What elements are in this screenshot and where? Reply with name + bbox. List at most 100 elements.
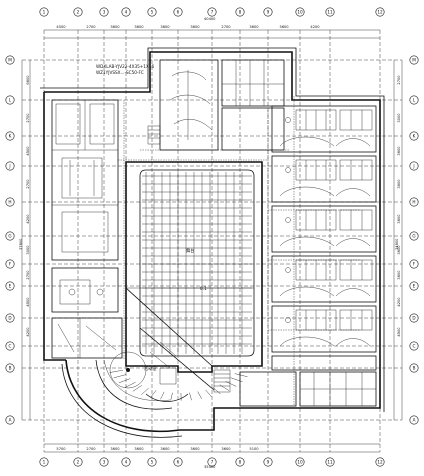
stage-circle <box>109 351 147 389</box>
axis-bubble-right: D <box>409 313 419 323</box>
right-room <box>271 255 377 303</box>
dimension-right: 3600 <box>397 179 401 189</box>
svg-text:1: 1 <box>43 10 46 15</box>
svg-text:H: H <box>412 200 415 205</box>
drawing-note-2: WZ1YJVSSX...-SC50-FC <box>96 70 144 75</box>
axis-bubble-left: M <box>5 55 15 65</box>
dimension-left: 4500 <box>26 297 30 307</box>
axis-bubble-left: F <box>5 259 15 269</box>
dimension-left: 4200 <box>26 214 30 224</box>
svg-text:10: 10 <box>297 460 303 465</box>
stage-seat-divider <box>170 392 173 401</box>
svg-text:5: 5 <box>151 10 154 15</box>
dimension-bottom: 5700 <box>56 447 66 451</box>
svg-text:C: C <box>413 344 416 349</box>
stage-seat-divider <box>234 373 248 377</box>
right-room <box>271 105 377 153</box>
axis-bubble-left: L <box>5 95 15 105</box>
svg-text:10: 10 <box>297 10 303 15</box>
dimension-right: 3600 <box>397 214 401 224</box>
axis-bubble-top: 12 <box>375 7 385 17</box>
left-total-dimension: 37800 <box>19 238 23 250</box>
stage-seat-divider <box>125 382 136 388</box>
axis-bubble-top: 3 <box>99 7 109 17</box>
axis-bubble-top: 1 <box>39 7 49 17</box>
stage-arc-front <box>145 393 189 402</box>
svg-text:3: 3 <box>103 460 106 465</box>
svg-text:M: M <box>412 58 416 63</box>
dimension-left: 4500 <box>26 146 30 156</box>
axis-bubble-top: 10 <box>295 7 305 17</box>
axis-bubble-right: C <box>409 341 419 351</box>
axis-bubble-right: K <box>409 131 419 141</box>
top-total-dimension: 40400 <box>204 17 216 21</box>
svg-text:8: 8 <box>239 460 242 465</box>
axis-bubble-right: M <box>409 55 419 65</box>
axis-bubble-top: 11 <box>325 7 335 17</box>
right-room <box>271 155 377 203</box>
axis-bubble-top: 7 <box>207 7 217 17</box>
room-label: 活动室 <box>144 365 157 372</box>
svg-text:7: 7 <box>211 460 214 465</box>
axis-bubble-right: G <box>409 231 419 241</box>
stage-small-label: 0.1 <box>200 286 207 291</box>
dimension-right: 3600 <box>397 245 401 255</box>
stage-seat-divider <box>189 392 192 401</box>
svg-text:A: A <box>413 418 416 423</box>
dimension-right: 4200 <box>397 297 401 307</box>
dimension-top: 3600 <box>249 25 259 29</box>
svg-text:L: L <box>413 98 416 103</box>
axis-bubble-bottom: 1 <box>39 457 49 467</box>
axis-bubble-bottom: 2 <box>73 457 83 467</box>
stage-seat-divider <box>118 378 131 384</box>
stage-arc-seating <box>109 351 248 402</box>
dimension-top: 2700 <box>86 25 96 29</box>
svg-text:D: D <box>8 316 11 321</box>
axis-bubble-top: 8 <box>235 7 245 17</box>
svg-text:C: C <box>9 344 12 349</box>
dimension-right: 3000 <box>397 113 401 123</box>
dimension-top: 2700 <box>221 25 231 29</box>
svg-text:6: 6 <box>177 460 180 465</box>
dimension-top: 3600 <box>110 25 120 29</box>
dimension-bottom: 5100 <box>249 447 259 451</box>
dimension-bottom: 3600 <box>221 447 231 451</box>
right-room <box>271 305 377 353</box>
dimension-left: 6600 <box>26 75 30 85</box>
axis-bubble-bottom: 9 <box>263 457 273 467</box>
svg-text:J: J <box>412 164 414 169</box>
stage-seat-divider <box>113 374 127 379</box>
svg-text:4: 4 <box>125 10 128 15</box>
dimension-left: 4200 <box>26 327 30 337</box>
svg-text:B: B <box>413 366 416 371</box>
axis-bubble-left: J <box>5 161 15 171</box>
axis-bubble-top: 2 <box>73 7 83 17</box>
axis-bubble-left: G <box>5 231 15 241</box>
svg-text:B: B <box>9 366 12 371</box>
axis-bubble-right: L <box>409 95 419 105</box>
dimension-left: 2700 <box>26 113 30 123</box>
stage-seat-divider <box>219 384 230 391</box>
right-room-showers <box>339 159 373 181</box>
svg-text:7: 7 <box>211 10 214 15</box>
right-corridor <box>271 355 377 371</box>
svg-text:8: 8 <box>239 10 242 15</box>
stage-seat-divider <box>205 389 212 397</box>
wiring-runs <box>118 96 360 406</box>
stage-seat-divider <box>197 391 202 399</box>
stage-seat-divider <box>150 390 157 398</box>
axis-bubble-bottom: 10 <box>295 457 305 467</box>
stage-box <box>159 367 177 385</box>
svg-text:5: 5 <box>151 460 154 465</box>
svg-text:2: 2 <box>77 10 80 15</box>
dimension-top: 4500 <box>56 25 66 29</box>
axis-bubble-bottom: 3 <box>99 457 109 467</box>
stage-seat-divider <box>141 387 149 395</box>
axis-bubble-left: H <box>5 197 15 207</box>
axis-bubble-left: K <box>5 131 15 141</box>
axis-bubble-left: E <box>5 281 15 291</box>
svg-text:9: 9 <box>267 460 270 465</box>
svg-text:K: K <box>9 134 12 139</box>
